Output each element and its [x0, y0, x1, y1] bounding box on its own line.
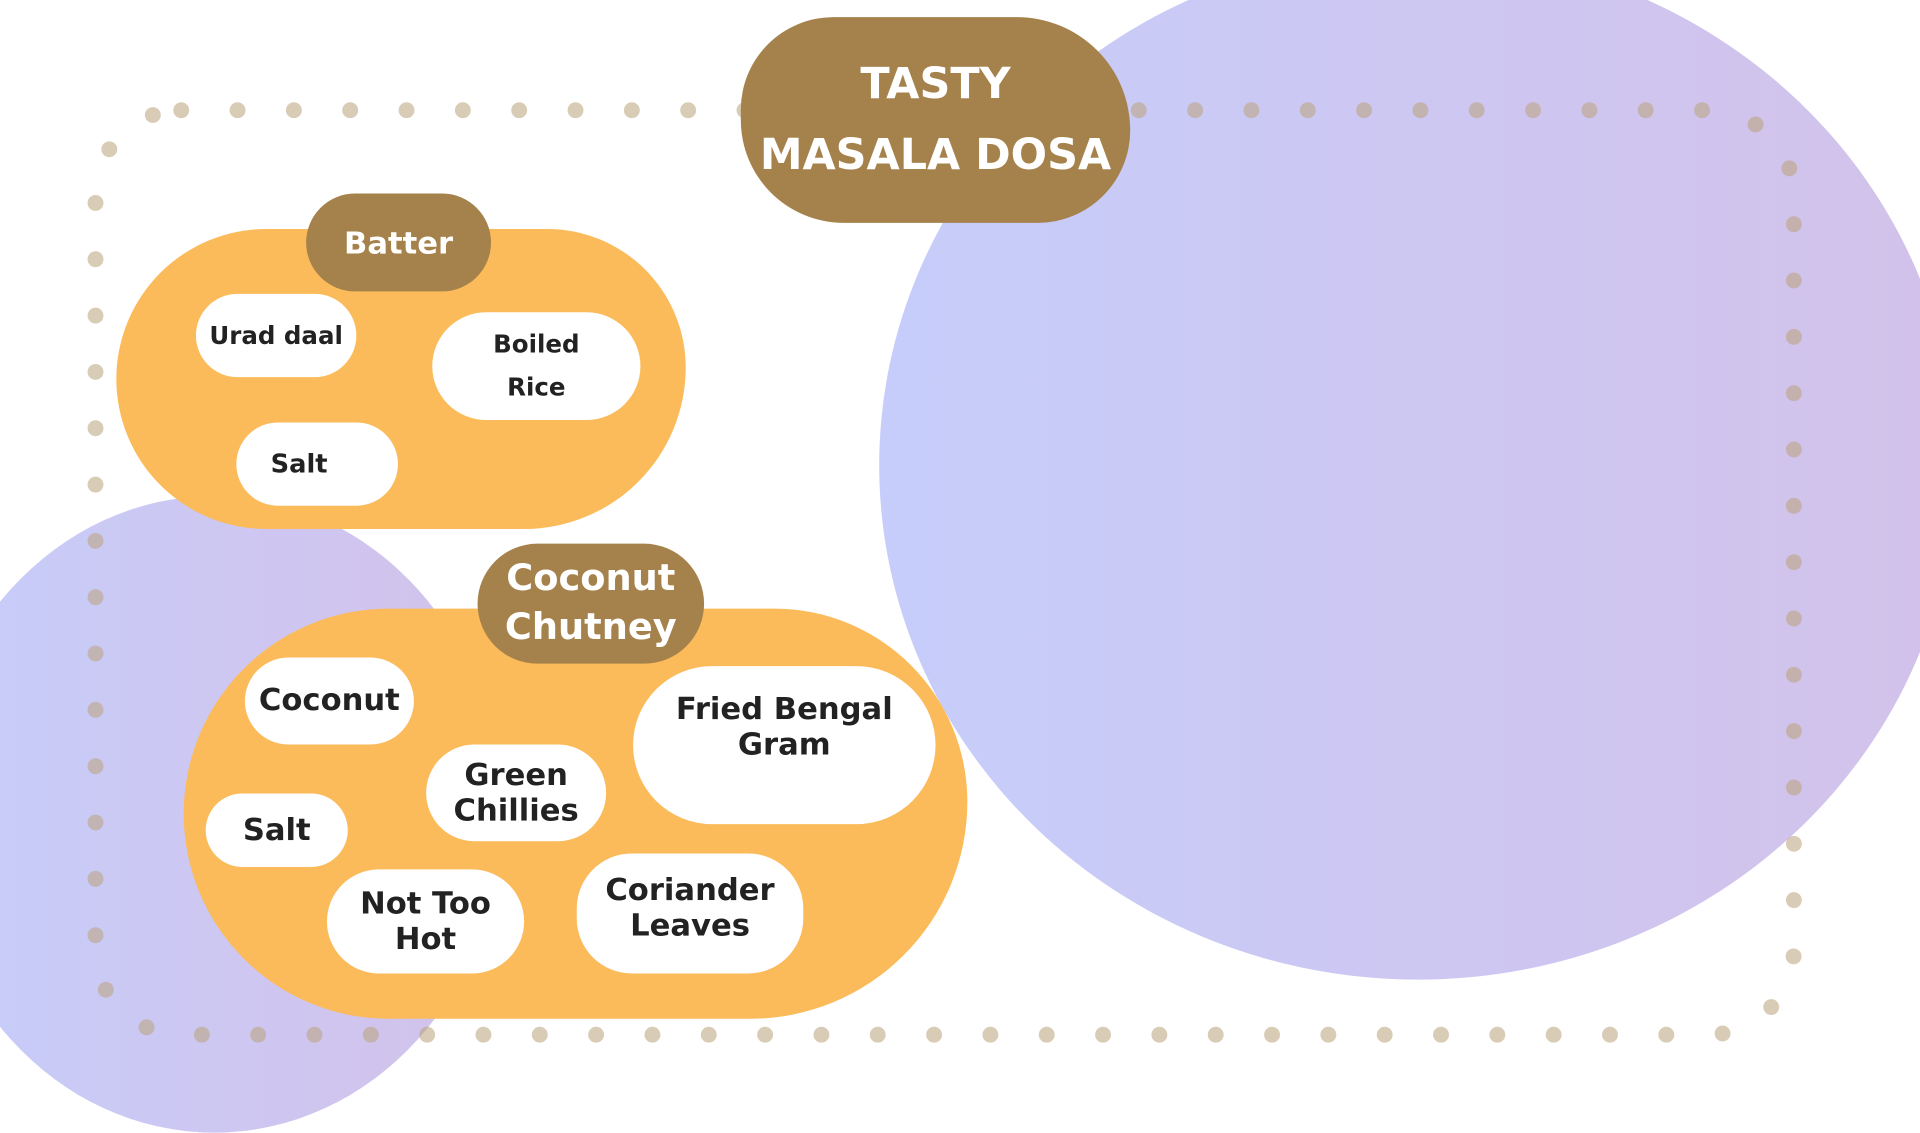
title-text: TASTY MASALA DOSA: [759, 60, 1112, 181]
chutney-item-salt: Salt: [205, 793, 348, 867]
batter-item-urad-daal: Urad daal: [195, 293, 357, 378]
batter-label: Batter: [306, 193, 492, 292]
title-badge: TASTY MASALA DOSA: [740, 17, 1131, 223]
chutney-item-coconut: Coconut: [244, 657, 414, 745]
chutney-item-not-too-hot: Not Too Hot: [326, 869, 525, 974]
chutney-label: Coconut Chutney: [477, 543, 705, 664]
chutney-item-green-chillies: Green Chillies: [426, 744, 607, 842]
chutney-item-coriander-leaves: Coriander Leaves: [576, 853, 804, 974]
batter-item-salt: Salt: [236, 422, 398, 506]
batter-item-boiled-rice: Boiled Rice: [432, 312, 641, 421]
chutney-item-fried-bengal-gram: Fried Bengal Gram: [633, 666, 936, 825]
